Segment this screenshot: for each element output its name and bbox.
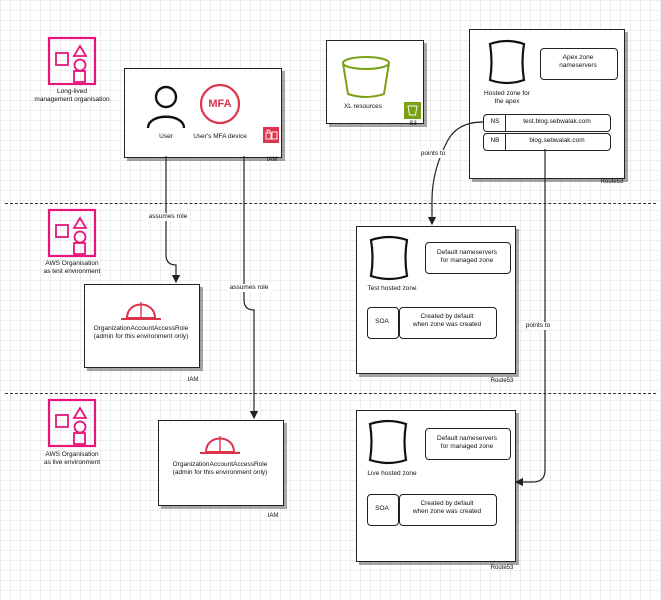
- separator-line: [5, 203, 656, 204]
- record-type: NB: [490, 137, 500, 144]
- soa-desc-box[interactable]: [399, 307, 497, 339]
- live-zone-label: Live hosted zone: [367, 470, 417, 477]
- edge-label: points to: [522, 322, 554, 331]
- ns-record-row[interactable]: [483, 133, 611, 151]
- mfa-label: User's MFA device: [193, 133, 247, 140]
- record-divider: [505, 114, 506, 131]
- record-value: test.blog.sebwalak.com: [523, 118, 591, 125]
- route53-service-label: Route53: [600, 179, 624, 185]
- route53-service-label: Route53: [490, 565, 514, 571]
- soa-box[interactable]: [367, 307, 399, 339]
- iam-test-role-box[interactable]: [84, 284, 200, 368]
- soa-box[interactable]: [367, 494, 399, 526]
- soa-label: SOA: [375, 318, 389, 325]
- mfa-text: MFA: [208, 98, 232, 110]
- s3-service-label: S3: [409, 121, 417, 127]
- s3-label: XL resources: [343, 103, 383, 110]
- soa-label: SOA: [375, 505, 389, 512]
- test-nameservers-box[interactable]: [425, 242, 511, 274]
- edge-label: assumes role: [146, 213, 190, 222]
- record-type: NS: [490, 118, 500, 125]
- iam-service-label: IAM: [266, 157, 278, 163]
- apex-nameservers-box[interactable]: [540, 48, 618, 80]
- soa-desc-box[interactable]: [399, 494, 497, 526]
- test-zone-label: Test hosted zone: [367, 285, 417, 292]
- ns-record-row[interactable]: [483, 114, 611, 132]
- assumes-role-edge: [243, 156, 259, 420]
- edge-label: points to: [417, 150, 449, 159]
- iam-service-label: IAM: [187, 377, 199, 383]
- edge-label: assumes role: [227, 284, 271, 293]
- record-value: blog.sebwalak.com: [529, 137, 585, 144]
- user-label: User: [159, 133, 173, 140]
- iam-service-label: IAM: [267, 513, 279, 519]
- points-to-edge: [514, 149, 546, 487]
- live-nameservers-box[interactable]: [425, 428, 511, 460]
- iam-live-role-box[interactable]: [158, 420, 284, 506]
- points-to-edge: [427, 121, 484, 226]
- separator-line: [5, 393, 656, 394]
- iam-test-role-label: OrganizationAccountAccessRole(admin for …: [93, 325, 189, 341]
- iam-live-role-label: OrganizationAccountAccessRole(admin for …: [172, 461, 268, 477]
- assumes-role-edge: [165, 156, 181, 284]
- record-divider: [505, 133, 506, 150]
- route53-service-label: Route53: [490, 378, 514, 384]
